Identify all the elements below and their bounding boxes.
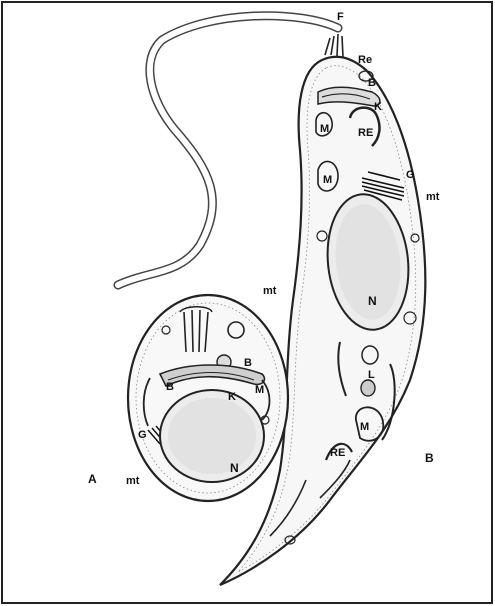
label-er-b-1: RE [358,127,373,139]
label-mt-left-b: mt [263,285,277,297]
label-kinetoplast-a: K [228,391,236,403]
label-panel-b: B [425,451,434,465]
label-mt-right: mt [426,191,440,203]
label-kinetoplast-b: K [374,101,382,113]
label-er-b-2: RE [330,447,345,459]
label-reservosome: Re [358,54,372,66]
cell-a [128,295,288,501]
label-nucleus-a: N [230,461,239,475]
label-basal-body-a2: B [244,357,252,369]
label-panel-a: A [88,472,97,486]
label-golgi-a: G [138,429,147,441]
label-mito-b-1: M [320,123,329,135]
label-flagellum: F [337,11,344,23]
label-mito-a: M [255,384,264,396]
label-mito-b-3: M [360,421,369,433]
label-mito-b-2: M [323,174,332,186]
label-basal-body-b: B [368,77,376,89]
label-lipid-b: L [368,369,375,381]
label-mt-a: mt [126,475,140,487]
label-nucleus-b: N [368,294,377,308]
label-basal-body-a1: B [166,381,174,393]
label-golgi-b: G [406,169,415,181]
